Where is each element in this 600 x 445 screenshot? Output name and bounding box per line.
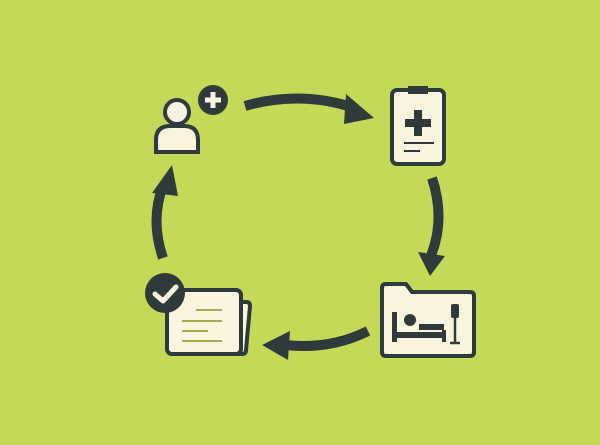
arrow-bottom (284, 326, 371, 352)
hospital-bed-folder-icon (380, 282, 476, 358)
arrow-bottom-head (262, 331, 290, 360)
arrow-top-head (344, 94, 374, 124)
medical-record-icon (390, 86, 446, 166)
arrow-right (425, 176, 444, 260)
arrow-top (243, 93, 357, 113)
arrow-left-head (152, 165, 178, 196)
approved-documents-icon (145, 273, 253, 356)
add-patient-icon (154, 85, 228, 154)
arrow-right-head (418, 252, 445, 276)
